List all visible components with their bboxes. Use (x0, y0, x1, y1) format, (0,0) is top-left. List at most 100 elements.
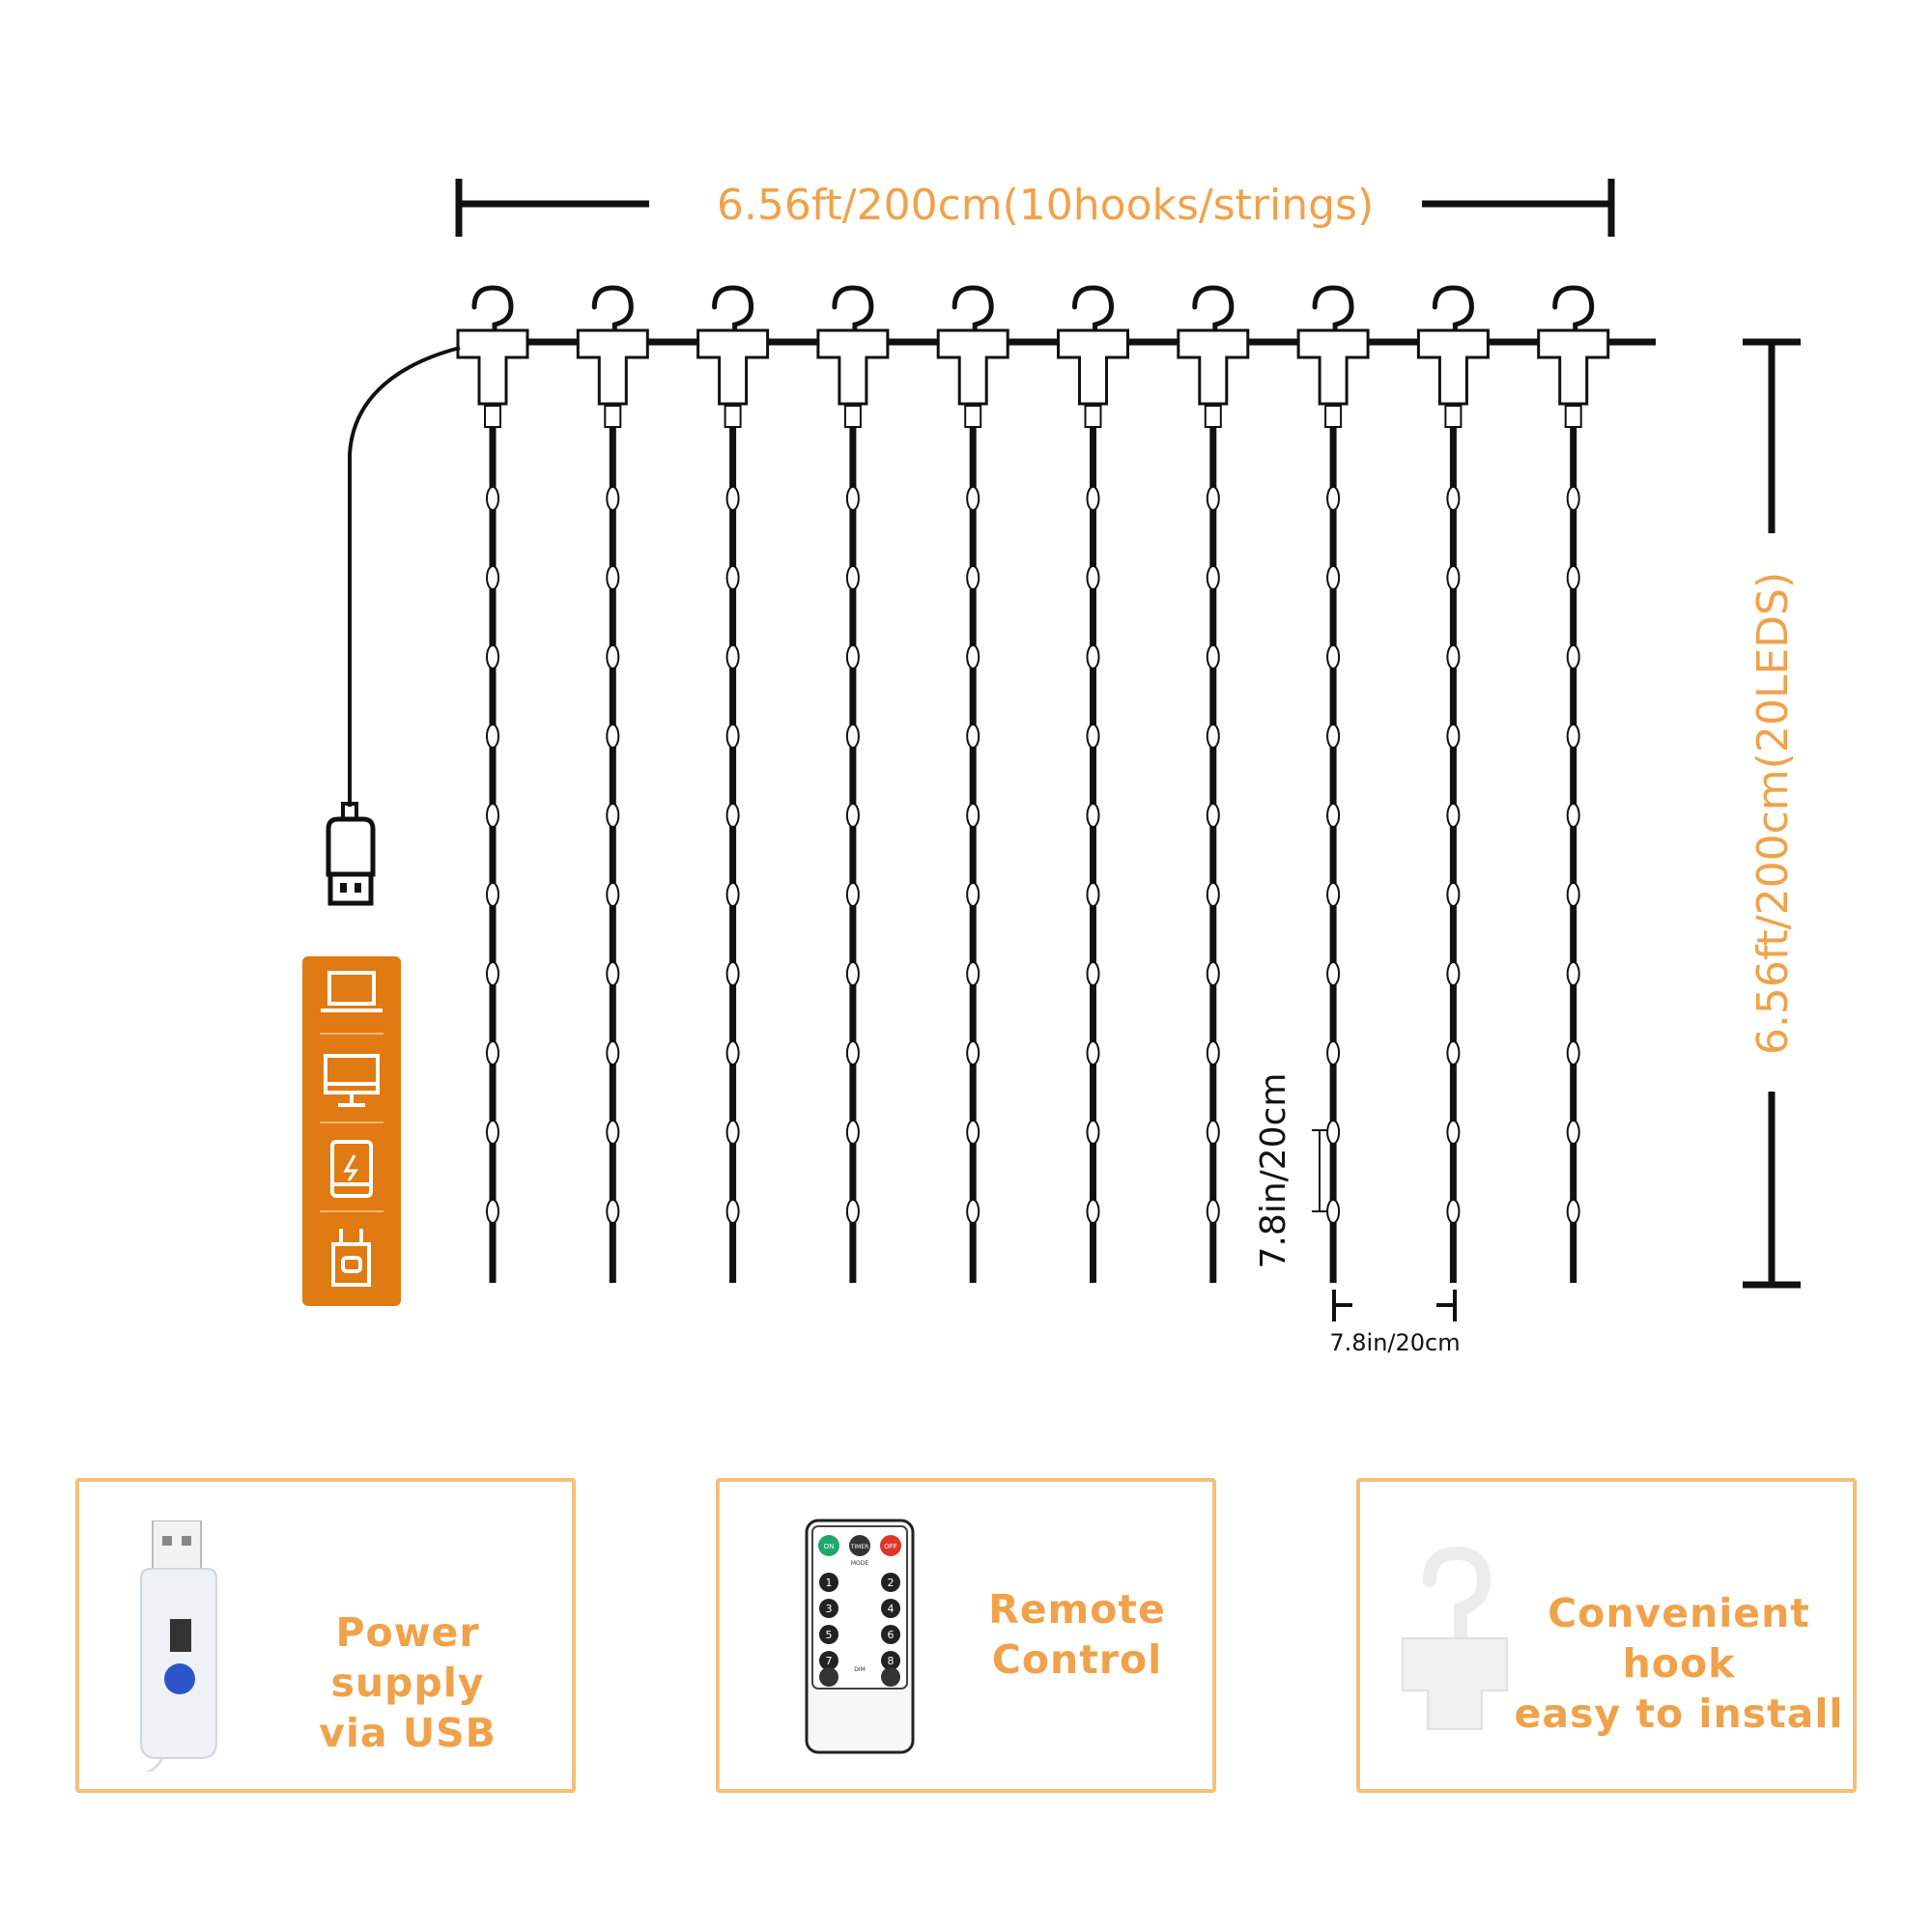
led-bulb (725, 1040, 740, 1065)
led-bulb (1206, 565, 1220, 590)
hook-clip (1057, 328, 1129, 406)
led-bulb (1326, 961, 1341, 986)
led-bulb (1206, 1040, 1220, 1065)
feature-label-remote: Remote Control (956, 1584, 1198, 1685)
usb-controller-icon (140, 1520, 217, 1772)
light-string (1177, 285, 1250, 1283)
string-connector (843, 405, 862, 428)
hook-icon (591, 285, 634, 336)
usb-cable (348, 346, 461, 807)
wall-adapter-icon (331, 1229, 371, 1287)
remote-number-label: 8 (888, 1655, 895, 1667)
hook-icon (1432, 285, 1474, 336)
led-bulb (1206, 486, 1220, 511)
hook-icon (832, 285, 874, 336)
led-bulb (1086, 1040, 1100, 1065)
led-bulb (1566, 724, 1580, 749)
led-bulb (1446, 644, 1461, 669)
led-bulb (1446, 565, 1461, 590)
led-bulb (1326, 1120, 1341, 1145)
string-spacing-label: 7.8in/20cm (1329, 1329, 1460, 1356)
led-bulb (486, 961, 499, 986)
power-source-panel (302, 956, 401, 1306)
led-bulb (606, 961, 620, 986)
led-bulb (1206, 803, 1220, 828)
power-bank-icon (330, 1140, 373, 1198)
led-bulb (845, 1040, 860, 1065)
led-bulb (1326, 803, 1341, 828)
remote-off-label: OFF (884, 1543, 897, 1550)
led-bulb (845, 724, 860, 749)
string-connector (724, 405, 742, 428)
hook-clip (1296, 328, 1370, 406)
hook-clip (1177, 328, 1250, 406)
remote-mode-label: MODE (851, 1560, 869, 1567)
hook-clip (816, 328, 890, 406)
led-bulb (486, 803, 499, 828)
remote-number-button (881, 1573, 900, 1592)
led-bulb (1446, 1199, 1461, 1224)
led-bulb (1326, 644, 1341, 669)
led-bulb (1206, 1120, 1220, 1145)
monitor-icon (324, 1054, 380, 1107)
led-bulb (1326, 1199, 1341, 1224)
led-bulb (606, 644, 620, 669)
remote-number-label: 5 (826, 1629, 833, 1641)
remote-number-button (881, 1651, 900, 1670)
light-string (696, 285, 770, 1283)
light-string (936, 285, 1009, 1283)
led-bulb (486, 486, 499, 511)
feature-box-usb: Power supply via USB (75, 1478, 576, 1793)
led-bulb (725, 1120, 740, 1145)
hook-clip (1416, 328, 1490, 406)
feature-usb-line-1: Power supply (330, 1609, 485, 1706)
remote-dim-label: DIM (854, 1666, 866, 1673)
hook-icon (1192, 285, 1235, 336)
light-string (1537, 285, 1610, 1283)
led-bulb (606, 724, 620, 749)
light-string (1057, 285, 1129, 1283)
led-bulb (1566, 1120, 1580, 1145)
led-bulb (845, 565, 860, 590)
led-bulb (1326, 882, 1341, 907)
string-spacing-dimension: 7.8in/20cm (1329, 1290, 1461, 1356)
hook-clip (456, 328, 529, 406)
hook-icon (471, 285, 514, 336)
remote-number-label: 7 (826, 1655, 833, 1667)
led-bulb (845, 1120, 860, 1145)
remote-number-label: 2 (888, 1577, 895, 1589)
power-source-panel-bg (302, 956, 401, 1306)
led-bulb (486, 1040, 499, 1065)
led-bulb (725, 803, 740, 828)
string-connector (1084, 405, 1102, 428)
led-bulb (606, 565, 620, 590)
led-bulb (1206, 1199, 1220, 1224)
led-bulb (606, 486, 620, 511)
width-dimension: 6.56ft/200cm(10hooks/strings) (455, 179, 1615, 237)
feature-label-hook: Convenient hook easy to install (1505, 1588, 1853, 1739)
light-string (456, 285, 529, 1283)
led-bulb (1446, 803, 1461, 828)
feature-label-usb: Power supply via USB (263, 1607, 553, 1758)
led-bulb (486, 1199, 499, 1224)
led-bulb (1446, 1120, 1461, 1145)
string-connector (484, 405, 501, 428)
remote-number-label: 6 (888, 1629, 895, 1641)
led-bulb (966, 961, 980, 986)
led-bulb (486, 882, 499, 907)
remote-timer-label: TIMER (850, 1544, 869, 1550)
remote-number-button (819, 1651, 838, 1670)
led-bulb (606, 1199, 620, 1224)
led-bulb (966, 565, 980, 590)
height-dimension: 6.56ft/200cm(20LEDS) (1743, 338, 1801, 1289)
hook-clip (1537, 328, 1610, 406)
led-bulb (966, 1040, 980, 1065)
led-bulb (1566, 803, 1580, 828)
led-bulb (1206, 882, 1220, 907)
led-spacing-dimension: 7.8in/20cm (1254, 1073, 1327, 1268)
light-string (1416, 285, 1490, 1283)
